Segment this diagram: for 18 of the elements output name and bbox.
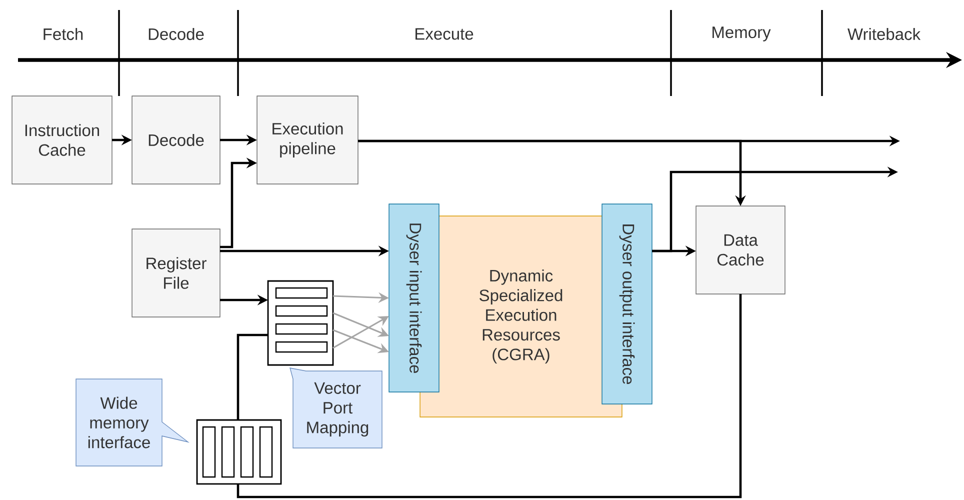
stage-label: Fetch (40, 26, 86, 42)
process-box: Data Cache (696, 206, 786, 294)
process-box: Execution pipeline (256, 96, 358, 184)
buffer-drawing (267, 280, 334, 366)
connector-line (236, 334, 268, 420)
stage-label: Writeback (846, 26, 922, 42)
process-box: Register File (132, 228, 220, 318)
stage-label: Execute (412, 26, 476, 42)
process-box: Decode (132, 96, 220, 184)
stage-label: Decode (146, 26, 206, 42)
callout-box: Vector Port Mapping (290, 368, 382, 448)
interface-bar: Dyser output interface (602, 204, 652, 404)
stage-label: Memory (709, 24, 773, 44)
interface-bar: Dyser input interface (388, 204, 440, 392)
process-box: Instruction Cache (12, 96, 112, 184)
connector-line (236, 294, 742, 498)
callout-box: Wide memory interface (76, 378, 190, 466)
buffer-drawing (196, 419, 282, 485)
